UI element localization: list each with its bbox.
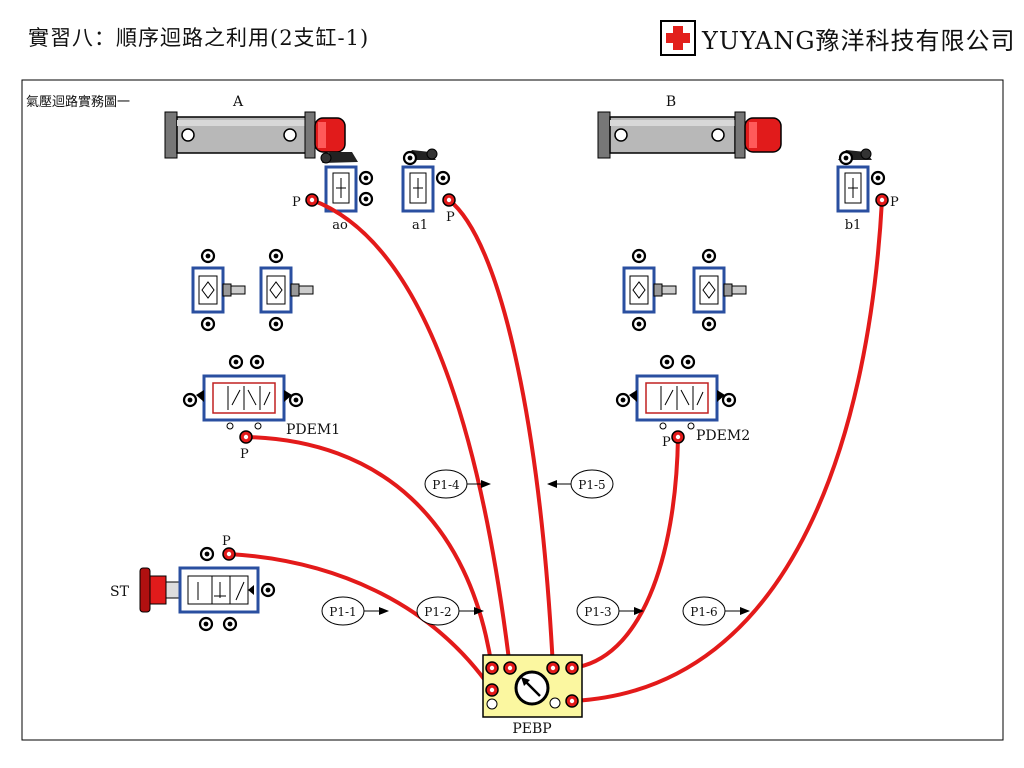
tube-p1-1 [227, 552, 494, 692]
port-p-b1: P [890, 195, 899, 210]
port-p-pdem1: P [240, 447, 249, 462]
cylinder-b [597, 111, 782, 159]
port-p-pdem2: P [662, 435, 671, 450]
tube-label-p1-6: P1-6 [682, 596, 750, 626]
diagram-frame [21, 79, 1004, 741]
shuttle-valve-3 [622, 248, 677, 332]
pressure-gauge-icon [514, 670, 550, 706]
valve-pdem2 [615, 354, 737, 430]
manifold-label: PEBP [512, 721, 551, 737]
tube-id: P1-2 [424, 605, 451, 619]
tube-id: P1-6 [690, 605, 717, 619]
tube-p1-3 [570, 435, 680, 670]
valve-b1-label: b1 [845, 218, 862, 233]
page-title: 實習八：順序迴路之利用(2支缸-1) [28, 26, 370, 50]
shuttle-valve-2 [259, 248, 314, 332]
limit-valve-b1 [836, 148, 886, 213]
port-p-ao: P [292, 195, 301, 210]
brand: YUYANG豫洋科技有限公司 [660, 20, 1016, 56]
tube-id: P1-4 [432, 478, 460, 492]
valve-a1-label: a1 [412, 218, 428, 233]
air-tubes [227, 198, 884, 703]
start-button-valve[interactable] [139, 546, 276, 632]
cylinder-b-label: B [666, 94, 676, 110]
tube-label-p1-3: P1-3 [576, 596, 644, 626]
tube-label-p1-5: P1-5 [547, 469, 614, 499]
valve-pdem1-label: PDEM1 [286, 422, 340, 438]
tube-p1-4 [310, 198, 512, 670]
tube-label-p1-2: P1-2 [416, 596, 484, 626]
red-cross-logo-icon [660, 20, 696, 56]
cylinder-a [164, 111, 346, 159]
shuttle-valve-4 [692, 248, 747, 332]
shuttle-valve-1 [191, 248, 246, 332]
valve-pdem2-label: PDEM2 [696, 428, 750, 444]
start-button-label: ST [110, 584, 130, 600]
limit-valve-ao [320, 152, 374, 213]
tube-id: P1-3 [584, 605, 611, 619]
port-p-a1: P [446, 210, 455, 225]
diagram-caption: 氣壓迴路實務圖一 [26, 94, 130, 110]
pebp-manifold [482, 654, 583, 718]
tube-p1-5 [447, 198, 555, 670]
port-p-st: P [222, 534, 231, 549]
brand-name: YUYANG豫洋科技有限公司 [702, 26, 1016, 55]
tube-label-p1-4: P1-4 [424, 469, 491, 499]
limit-valve-a1 [401, 148, 451, 213]
tube-p1-6 [570, 198, 884, 703]
valve-ao-label: ao [332, 218, 348, 233]
tube-id: P1-1 [329, 605, 356, 619]
valve-pdem1 [182, 354, 304, 430]
cylinder-a-label: A [232, 94, 244, 110]
tube-id: P1-5 [578, 478, 605, 492]
tube-label-p1-1: P1-1 [321, 596, 389, 626]
